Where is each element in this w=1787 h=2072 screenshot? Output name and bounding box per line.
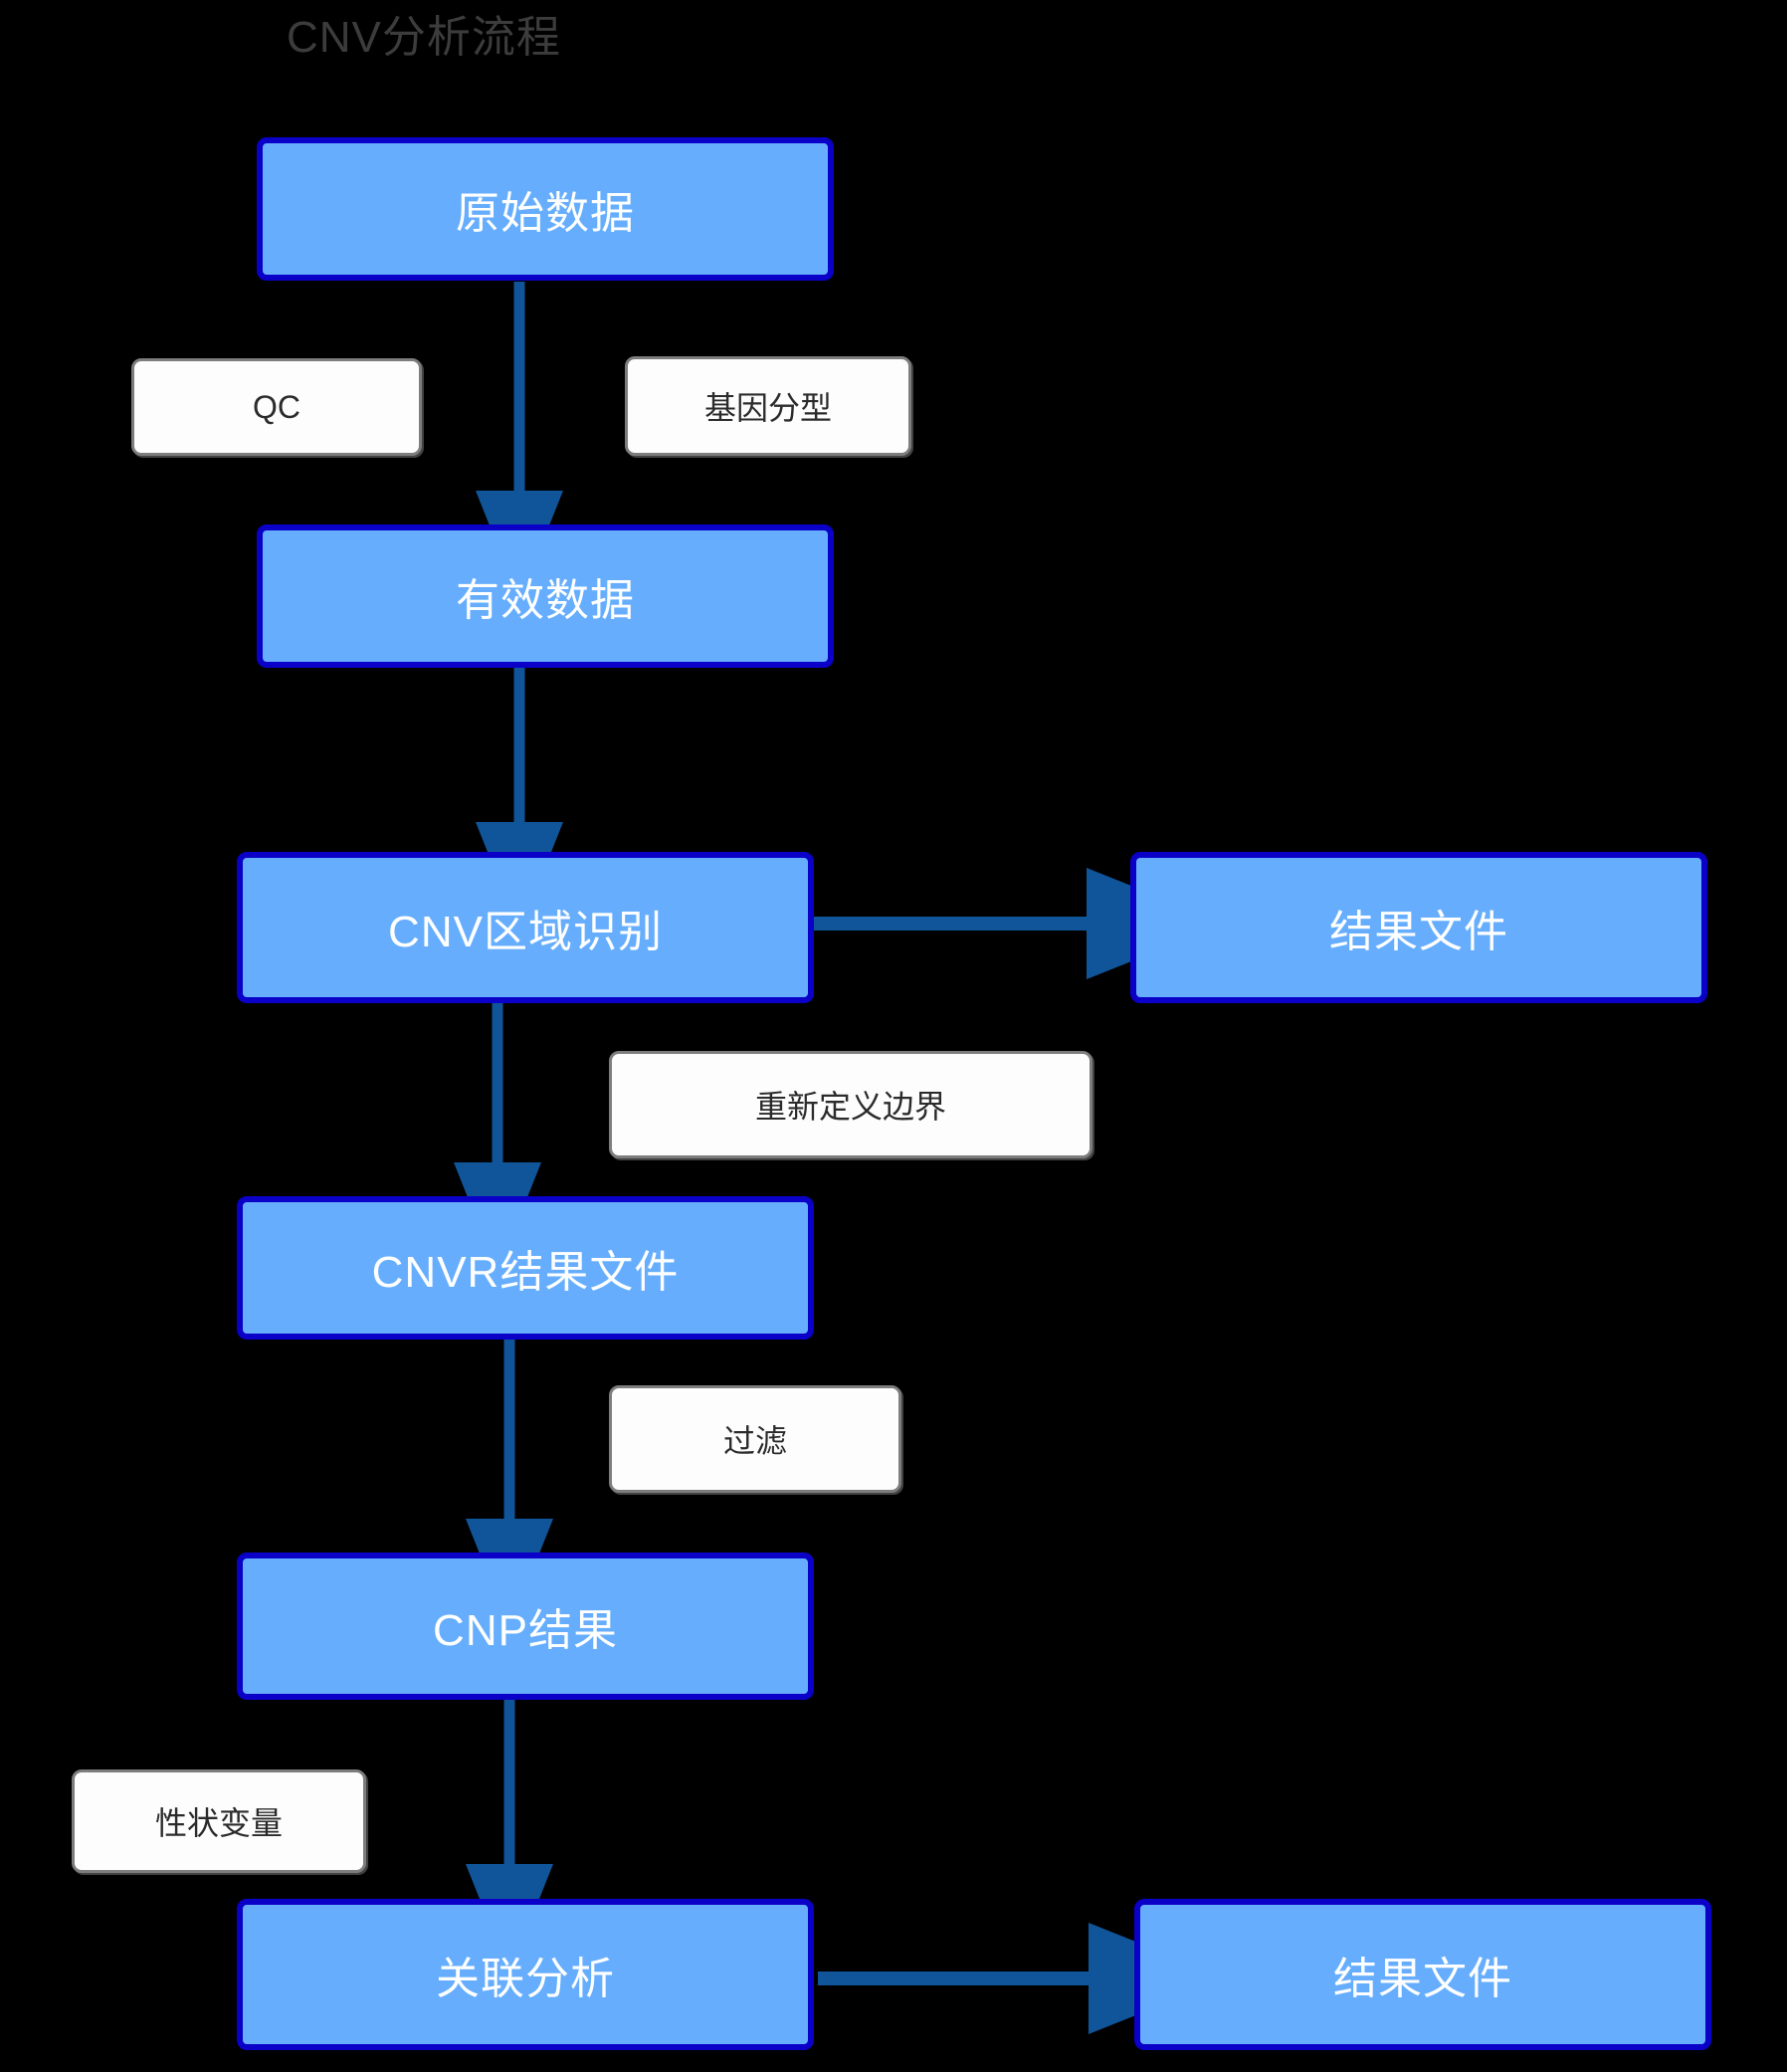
node-cnv-region[interactable]: CNV区域识别 (237, 852, 814, 1003)
edge-label-trait-variable-text: 性状变量 (154, 1805, 283, 1841)
edge-label-filter-text: 过滤 (722, 1423, 787, 1459)
node-cnvr-result-file[interactable]: CNVR结果文件 (237, 1196, 814, 1340)
node-result-file-2-label: 结果文件 (1333, 1955, 1512, 2003)
node-raw-data[interactable]: 原始数据 (257, 137, 834, 281)
edge-label-redefine[interactable]: 重新定义边界 (609, 1051, 1092, 1158)
edge-label-genotyping[interactable]: 基因分型 (625, 356, 911, 456)
node-result-file-2[interactable]: 结果文件 (1134, 1899, 1711, 2050)
node-result-file-1[interactable]: 结果文件 (1130, 852, 1707, 1003)
node-result-file-1-label: 结果文件 (1329, 908, 1508, 956)
edge-label-qc-text: QC (253, 388, 300, 425)
node-valid-data[interactable]: 有效数据 (257, 524, 834, 668)
node-cnv-region-label: CNV区域识别 (388, 908, 663, 956)
node-cnp-result-label: CNP结果 (433, 1606, 618, 1655)
edge-label-qc[interactable]: QC (131, 358, 422, 456)
node-assoc-analysis[interactable]: 关联分析 (237, 1899, 814, 2050)
edge-label-trait-variable[interactable]: 性状变量 (72, 1769, 366, 1873)
node-cnvr-result-file-label: CNVR结果文件 (371, 1248, 680, 1297)
page-title: CNV分析流程 (287, 13, 561, 62)
node-raw-data-label: 原始数据 (456, 189, 635, 238)
node-cnp-result[interactable]: CNP结果 (237, 1553, 814, 1700)
edge-label-filter[interactable]: 过滤 (609, 1385, 901, 1493)
edge-label-genotyping-text: 基因分型 (703, 390, 832, 426)
node-valid-data-label: 有效数据 (456, 576, 635, 625)
node-assoc-analysis-label: 关联分析 (436, 1955, 615, 2003)
edge-label-redefine-text: 重新定义边界 (754, 1089, 946, 1125)
